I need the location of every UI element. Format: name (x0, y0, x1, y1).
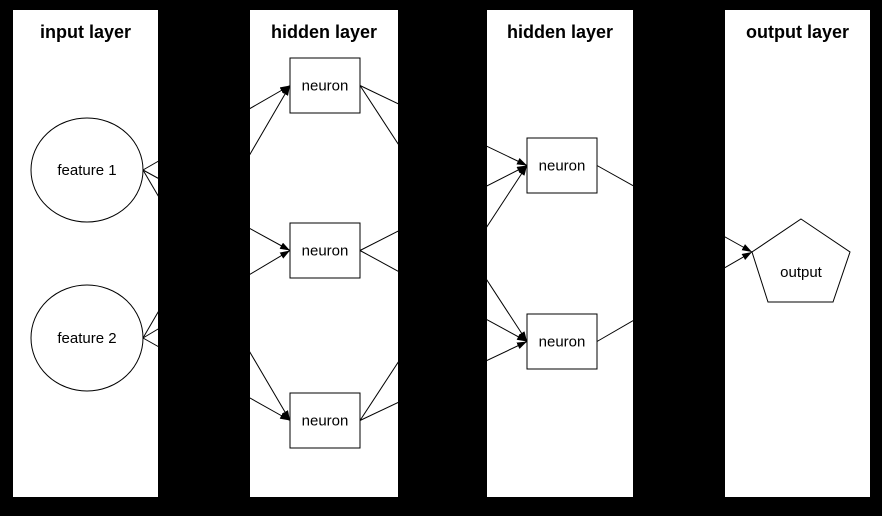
panel-title-hidden-layer-2: hidden layer (507, 22, 613, 42)
edge-h1n1-h2n2 (359, 85, 528, 342)
node-label-h1n2: neuron (302, 243, 349, 260)
edge-feature2-h1n1 (142, 85, 291, 339)
panel-title-output-layer: output layer (746, 22, 849, 42)
node-label-h1n3: neuron (302, 413, 349, 430)
node-h2n1 (526, 137, 598, 194)
edge-h1n1-h2n1 (359, 85, 528, 166)
panel-hidden-layer-2 (487, 10, 633, 497)
node-feature2 (30, 284, 144, 392)
edge-feature1-h1n2 (142, 169, 291, 251)
node-label-feature1: feature 1 (57, 162, 116, 179)
edges-layer (142, 85, 753, 421)
panel-input-layer (13, 10, 158, 497)
edge-feature1-h1n1 (142, 85, 291, 171)
node-h2n2 (526, 313, 598, 370)
edge-h1n2-h2n2 (359, 250, 528, 342)
node-output1 (751, 218, 851, 303)
node-h1n2 (289, 222, 361, 279)
node-feature1 (30, 117, 144, 223)
panel-title-hidden-layer-1: hidden layer (271, 22, 377, 42)
edge-h1n3-h2n1 (359, 165, 528, 421)
node-label-output1: output (780, 264, 823, 281)
node-label-feature2: feature 2 (57, 330, 116, 347)
labels-layer: feature 1 feature 2 neuron neuron neuron neur… (57, 78, 822, 430)
node-h1n3 (289, 392, 361, 449)
edge-h2n2-output1 (596, 251, 753, 342)
node-label-h1n1: neuron (302, 78, 349, 95)
node-label-h2n2: neuron (539, 334, 586, 351)
edge-h1n3-h2n2 (359, 341, 528, 421)
edge-h2n1-output1 (596, 165, 753, 253)
edge-feature2-h1n3 (142, 337, 291, 421)
node-h1n1 (289, 57, 361, 114)
node-label-h2n1: neuron (539, 158, 586, 175)
edge-h1n2-h2n1 (359, 165, 528, 251)
edge-feature2-h1n2 (142, 250, 291, 339)
edge-feature1-h1n3 (142, 169, 291, 421)
nodes-layer (30, 57, 851, 449)
panel-title-input-layer: input layer (40, 22, 131, 42)
